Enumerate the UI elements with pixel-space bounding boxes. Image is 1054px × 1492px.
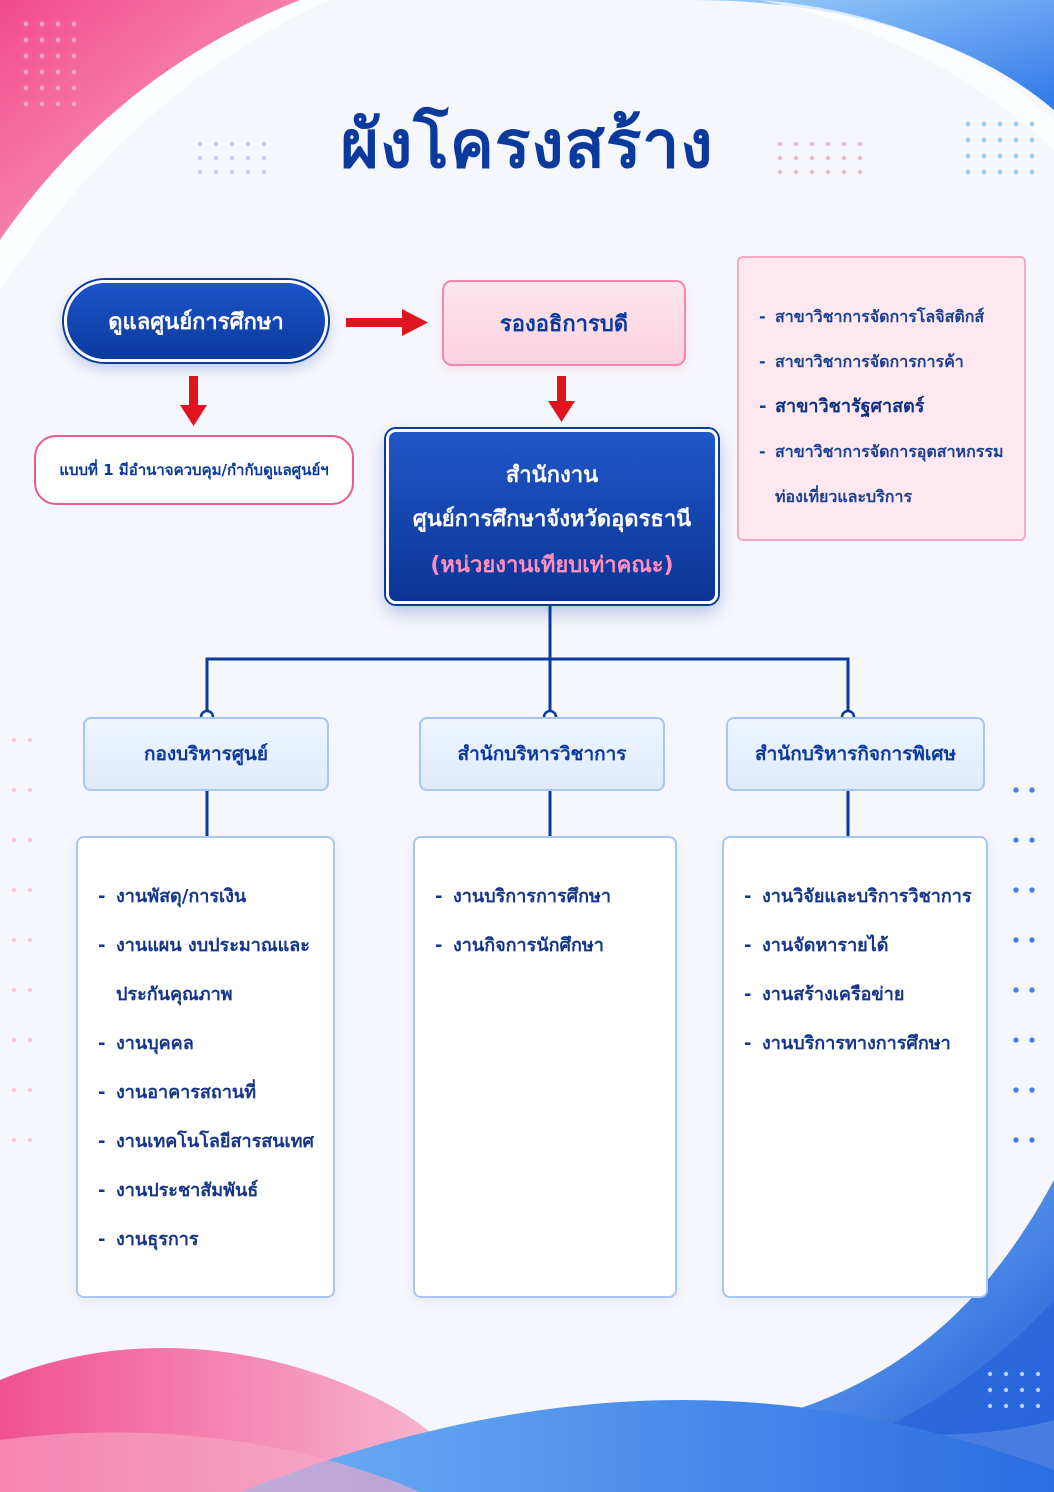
- list-item: -งานบริการการศึกษา: [435, 886, 611, 907]
- list-item: -งานเทคโนโลยีสารสนเทศ: [98, 1131, 314, 1152]
- main-office-line3: (หน่วยงานเทียบเท่าคณะ): [430, 553, 674, 578]
- division-header-special: สำนักบริหารกิจการพิเศษ: [726, 717, 985, 791]
- program-item: -สาขาวิชารัฐศาสตร์: [759, 396, 925, 417]
- page-title: ผังโครงสร้าง: [340, 106, 714, 183]
- arrow-right-icon: [346, 309, 428, 336]
- list-item: -งานวิจัยและบริการวิชาการ: [744, 886, 972, 907]
- division-list-academic: -งานบริการการศึกษา -งานกิจการนักศึกษา: [413, 836, 677, 1298]
- list-item: -งานประชาสัมพันธ์: [98, 1180, 259, 1201]
- division-header-admin: กองบริหารศูนย์: [83, 717, 329, 791]
- program-item: -สาขาวิชาการจัดการการค้า: [759, 352, 964, 371]
- main-office-line2: ศูนย์การศึกษาจังหวัดอุดรธานี: [412, 507, 692, 532]
- program-list-box: -สาขาวิชาการจัดการโลจิสติกส์ -สาขาวิชากา…: [737, 256, 1026, 541]
- program-item: -สาขาวิชาการจัดการอุตสาหกรรม: [759, 442, 1004, 461]
- authority-note: แบบที่ 1 มีอำนาจควบคุม/กำกับดูแลศูนย์ฯ: [34, 435, 354, 505]
- list-item: -งานธุรการ: [98, 1229, 199, 1250]
- arrow-down-icon: [180, 376, 207, 426]
- program-item-continuation: ท่องเที่ยวและบริการ: [775, 487, 913, 506]
- division-list-admin: -งานพัสดุ/การเงิน -งานแผน งบประมาณและ ปร…: [76, 836, 335, 1298]
- main-office-box: สำนักงาน ศูนย์การศึกษาจังหวัดอุดรธานี (ห…: [386, 429, 718, 604]
- vice-president-box: รองอธิการบดี: [442, 280, 686, 366]
- list-item: -งานจัดหารายได้: [744, 935, 889, 956]
- list-item: -งานแผน งบประมาณและ: [98, 935, 310, 956]
- list-item: -งานอาคารสถานที่: [98, 1082, 257, 1103]
- division-header-academic: สำนักบริหารวิชาการ: [419, 717, 665, 791]
- division-list-special: -งานวิจัยและบริการวิชาการ -งานจัดหารายได…: [722, 836, 988, 1298]
- arrow-down-icon: [548, 376, 575, 422]
- list-item: -งานบุคคล: [98, 1033, 194, 1054]
- list-item: -งานบริการทางการศึกษา: [744, 1033, 951, 1054]
- list-item: -งานพัสดุ/การเงิน: [98, 886, 247, 907]
- main-office-line1: สำนักงาน: [505, 463, 599, 488]
- program-item: -สาขาวิชาการจัดการโลจิสติกส์: [759, 307, 985, 326]
- list-item-continuation: ประกันคุณภาพ: [116, 984, 233, 1005]
- list-item: -งานกิจการนักศึกษา: [435, 935, 604, 956]
- list-item: -งานสร้างเครือข่าย: [744, 984, 905, 1005]
- supervise-box: ดูแลศูนย์การศึกษา: [64, 280, 328, 362]
